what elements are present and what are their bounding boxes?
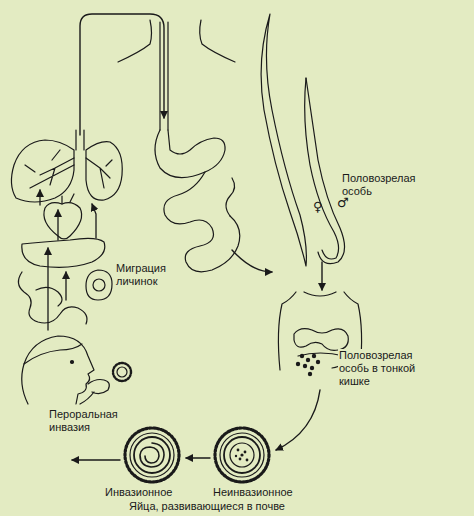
- stage-label: Миграция личинок: [115, 262, 179, 288]
- human-torso: [304, 292, 336, 296]
- liver-vessels: [36, 287, 62, 306]
- stage-label: Пероральная инвазия: [48, 408, 126, 434]
- non-invasive-egg: [237, 449, 240, 452]
- liver-vessels: [18, 238, 112, 324]
- circulation-arrow: [39, 190, 40, 205]
- non-invasive-egg: [224, 437, 260, 473]
- non-invasive-egg: [235, 449, 249, 462]
- flow-arrow: [72, 459, 120, 460]
- heart: [44, 203, 82, 239]
- human-head: [22, 336, 94, 404]
- circulation-arrow: [40, 190, 96, 330]
- non-invasive-egg: [230, 443, 254, 467]
- male-worm: [306, 78, 345, 264]
- heart: [62, 194, 74, 204]
- lungs: [76, 130, 84, 150]
- circulation-arrow: [47, 248, 48, 330]
- human-head: [88, 380, 109, 394]
- human-head: [24, 344, 82, 364]
- non-invasive-egg: [215, 428, 269, 482]
- female-worm: [261, 14, 306, 266]
- male-worm: [305, 78, 345, 264]
- circulation-arrow: [92, 204, 96, 238]
- liver-vessels: [18, 272, 87, 324]
- neck-outline: [118, 20, 235, 130]
- circulation-arrow: [57, 210, 58, 240]
- stage-label: Яйца, развивающиеся в почве: [128, 500, 286, 513]
- liver-vessels: [22, 238, 105, 267]
- female-worm: [261, 14, 306, 266]
- heart: [44, 194, 82, 239]
- neck-outline: [160, 22, 168, 130]
- flow-arrow: [321, 262, 322, 290]
- egg-dots: [303, 364, 307, 368]
- flow-arrow: [276, 390, 320, 450]
- egg-dots: [308, 372, 312, 376]
- invasive-egg: [130, 433, 174, 477]
- invasive-egg: [125, 428, 179, 482]
- sex-symbol: ♂: [336, 196, 350, 210]
- stomach-intestine: [164, 172, 240, 272]
- lungs: [30, 158, 110, 188]
- invasive-egg: [125, 428, 179, 482]
- stomach-intestine: [226, 178, 235, 216]
- flow-arrow: [232, 250, 272, 272]
- egg-dots: [316, 360, 320, 364]
- human-torso: [294, 329, 348, 351]
- lungs: [86, 142, 122, 201]
- egg-dots: [310, 366, 314, 370]
- flow-arrow: [186, 457, 210, 458]
- non-invasive-egg: [246, 459, 249, 462]
- egg-dots: [300, 354, 304, 358]
- human-head: [22, 336, 110, 404]
- egg-dots: [296, 354, 320, 376]
- human-head: [71, 361, 74, 364]
- stage-label: Инвазионное: [104, 486, 173, 499]
- stomach-intestine: [155, 130, 225, 178]
- non-invasive-egg: [235, 455, 237, 457]
- egg-dots: [296, 362, 300, 366]
- small-egg: [113, 363, 131, 381]
- non-invasive-egg: [240, 453, 243, 456]
- life-cycle-illustration: [11, 14, 361, 482]
- non-invasive-egg: [239, 458, 242, 461]
- non-invasive-egg: [244, 451, 247, 454]
- small-egg: [113, 363, 131, 381]
- egg-dots: [312, 354, 316, 358]
- invasive-egg: [134, 437, 170, 473]
- neck-outline: [118, 20, 152, 62]
- non-invasive-egg: [215, 428, 269, 482]
- migration-route-arrow: [80, 14, 164, 135]
- liver-vessels: [93, 279, 105, 291]
- stage-label: Неинвазионное: [212, 486, 294, 499]
- sex-symbol: ♀: [312, 200, 324, 214]
- lungs: [11, 130, 122, 202]
- circulation-arrow: [65, 272, 66, 300]
- migration-route-arrow: [80, 14, 164, 135]
- small-egg: [117, 367, 127, 377]
- stage-label: Половозрелая особь: [341, 172, 423, 198]
- lungs: [11, 140, 74, 202]
- stage-label: Половозрелая особь в тонкой кишке: [338, 349, 428, 388]
- lungs: [25, 150, 112, 172]
- non-invasive-egg: [220, 433, 264, 477]
- human-head: [80, 392, 94, 404]
- egg-dots: [306, 358, 310, 362]
- liver-vessels: [86, 270, 112, 300]
- neck-outline: [200, 20, 235, 62]
- stomach-intestine: [155, 130, 240, 272]
- invasive-egg: [140, 443, 164, 467]
